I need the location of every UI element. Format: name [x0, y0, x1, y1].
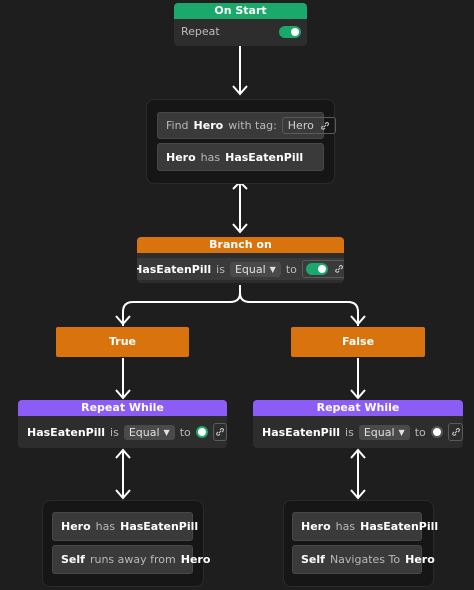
tag-field[interactable]: Hero	[281, 117, 336, 134]
right-a1-object: HasEatenPill	[360, 520, 439, 533]
on-start-title: On Start	[174, 3, 307, 19]
repeat-right-op-select[interactable]: Equal ▼	[358, 424, 410, 440]
branch-op: Equal	[234, 262, 266, 276]
hero-has-pill-row[interactable]: Hero has HasEatenPill	[157, 143, 324, 171]
wire-arrow-11	[350, 489, 366, 500]
wire-arrow-5	[350, 315, 366, 326]
repeat-while-left-node[interactable]: Repeat While HasEatenPill is Equal ▼ to	[18, 400, 227, 448]
repeat-left-op: Equal	[128, 425, 160, 439]
repeat-right-title: Repeat While	[253, 400, 463, 416]
dropdown-arrow-icon: ▼	[269, 264, 276, 274]
left-action-runs-away[interactable]: Self runs away from Hero	[52, 545, 210, 574]
repeat-left-to: to	[179, 425, 191, 439]
right-a1-verb: has	[335, 520, 356, 533]
repeat-toggle-icon[interactable]	[279, 25, 301, 38]
wire-arrow-4	[115, 315, 131, 326]
true-node[interactable]: True	[56, 327, 189, 357]
repeat-left-is: is	[110, 425, 119, 439]
repeat-while-right-node[interactable]: Repeat While HasEatenPill is Equal ▼ to	[253, 400, 463, 448]
right-a2-subject: Self	[301, 553, 325, 566]
left-a2-object: Hero	[180, 553, 211, 566]
cond1-subject: Hero	[166, 150, 196, 164]
wire-branch-to-false	[239, 285, 359, 326]
tag-value: Hero	[287, 119, 314, 132]
cond1-object: HasEatenPill	[225, 150, 304, 164]
repeat-left-op-select[interactable]: Equal ▼	[123, 424, 175, 440]
branch-to: to	[285, 262, 297, 276]
left-a2-verb: runs away from	[89, 553, 176, 566]
wire-arrow-6	[115, 389, 131, 400]
right-a2-object: Hero	[405, 553, 435, 566]
right-action-navigates[interactable]: Self Navigates To Hero	[292, 545, 435, 574]
cond1-verb: has	[200, 150, 221, 164]
link-icon[interactable]	[334, 264, 344, 274]
find-hero-row[interactable]: Find Hero with tag: Hero	[157, 112, 336, 139]
branch-value-box[interactable]	[301, 260, 344, 278]
branch-var: HasEatenPill	[137, 262, 212, 276]
repeat-right-op: Equal	[363, 425, 395, 439]
wire-arrow-3	[232, 223, 248, 234]
link-icon[interactable]	[448, 423, 463, 441]
repeat-left-toggle-icon[interactable]	[195, 426, 208, 438]
branch-on-node[interactable]: Branch on HasEatenPill is Equal ▼ to	[137, 237, 344, 283]
branch-title: Branch on	[137, 237, 344, 253]
branch-toggle-icon[interactable]	[305, 263, 328, 275]
left-a1-verb: has	[95, 520, 116, 533]
on-start-node[interactable]: On Start Repeat	[174, 3, 307, 46]
wire-arrow-8	[115, 448, 131, 459]
left-a1-object: HasEatenPill	[120, 520, 199, 533]
right-a2-verb: Navigates To	[329, 553, 401, 566]
repeat-left-title: Repeat While	[18, 400, 227, 416]
dropdown-arrow-icon: ▼	[398, 427, 405, 437]
repeat-right-to: to	[414, 425, 426, 439]
repeat-right-toggle-icon[interactable]	[430, 426, 444, 438]
repeat-right-var: HasEatenPill	[262, 425, 341, 439]
find-target: Hero	[193, 119, 224, 132]
wire-branch-to-true	[122, 285, 241, 326]
wire-arrow-10	[350, 448, 366, 459]
right-action-hero-has-pill[interactable]: Hero has HasEatenPill	[292, 512, 438, 541]
find-with-tag: with tag:	[228, 119, 277, 132]
branch-is: is	[216, 262, 225, 276]
repeat-label: Repeat	[181, 25, 220, 38]
wire-arrow-7	[350, 389, 366, 400]
link-icon[interactable]	[212, 423, 227, 441]
link-icon[interactable]	[320, 121, 330, 131]
left-a1-subject: Hero	[61, 520, 91, 533]
repeat-left-var: HasEatenPill	[27, 425, 106, 439]
false-node[interactable]: False	[291, 327, 425, 357]
repeat-right-is: is	[345, 425, 354, 439]
wire-arrow-1	[232, 85, 248, 96]
wire-arrow-9	[115, 489, 131, 500]
branch-op-select[interactable]: Equal ▼	[229, 261, 281, 277]
find-verb: Find	[166, 119, 189, 132]
left-a2-subject: Self	[61, 553, 85, 566]
left-action-hero-has-pill[interactable]: Hero has HasEatenPill	[52, 512, 198, 541]
right-a1-subject: Hero	[301, 520, 331, 533]
dropdown-arrow-icon: ▼	[163, 427, 170, 437]
